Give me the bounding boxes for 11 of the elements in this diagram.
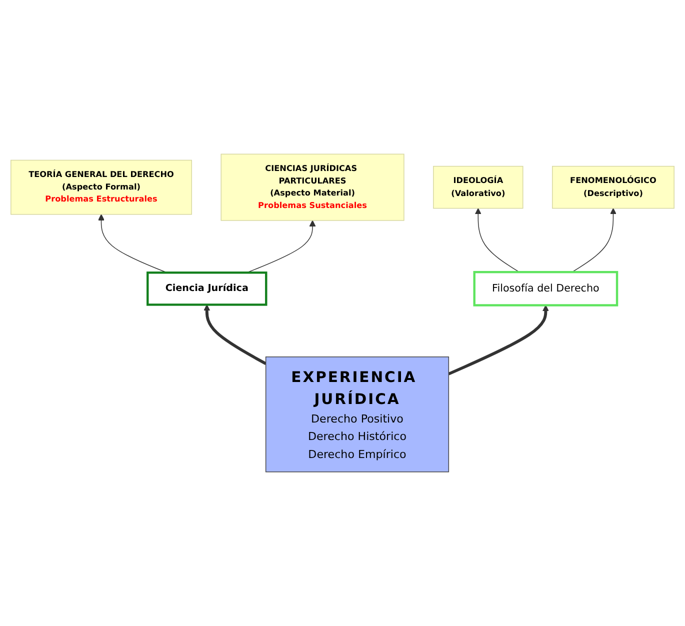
arrow [204, 304, 267, 366]
arrow [474, 208, 520, 272]
node-box: Filosofía del Derecho [473, 270, 618, 306]
node-box: CIENCIAS JURÍDICAS PARTICULARES (Aspecto Material) Problemas Sustanciales [220, 154, 404, 221]
arrow [448, 304, 549, 376]
arrow [572, 208, 616, 272]
node-box: EXPERIENCIA JURÍDICA Derecho Positivo Derecho Histórico Derecho Empírico [265, 356, 450, 472]
node-box: TEORÍA GENERAL DEL DERECHO (Aspecto Formal) Problemas Estructurales [10, 160, 192, 215]
node-box: IDEOLOGÍA (Valorativo) [433, 166, 524, 209]
node-box: FENOMENOLÓGICO (Descriptivo) [552, 166, 674, 209]
node-box: Ciencia Jurídica [146, 272, 268, 306]
